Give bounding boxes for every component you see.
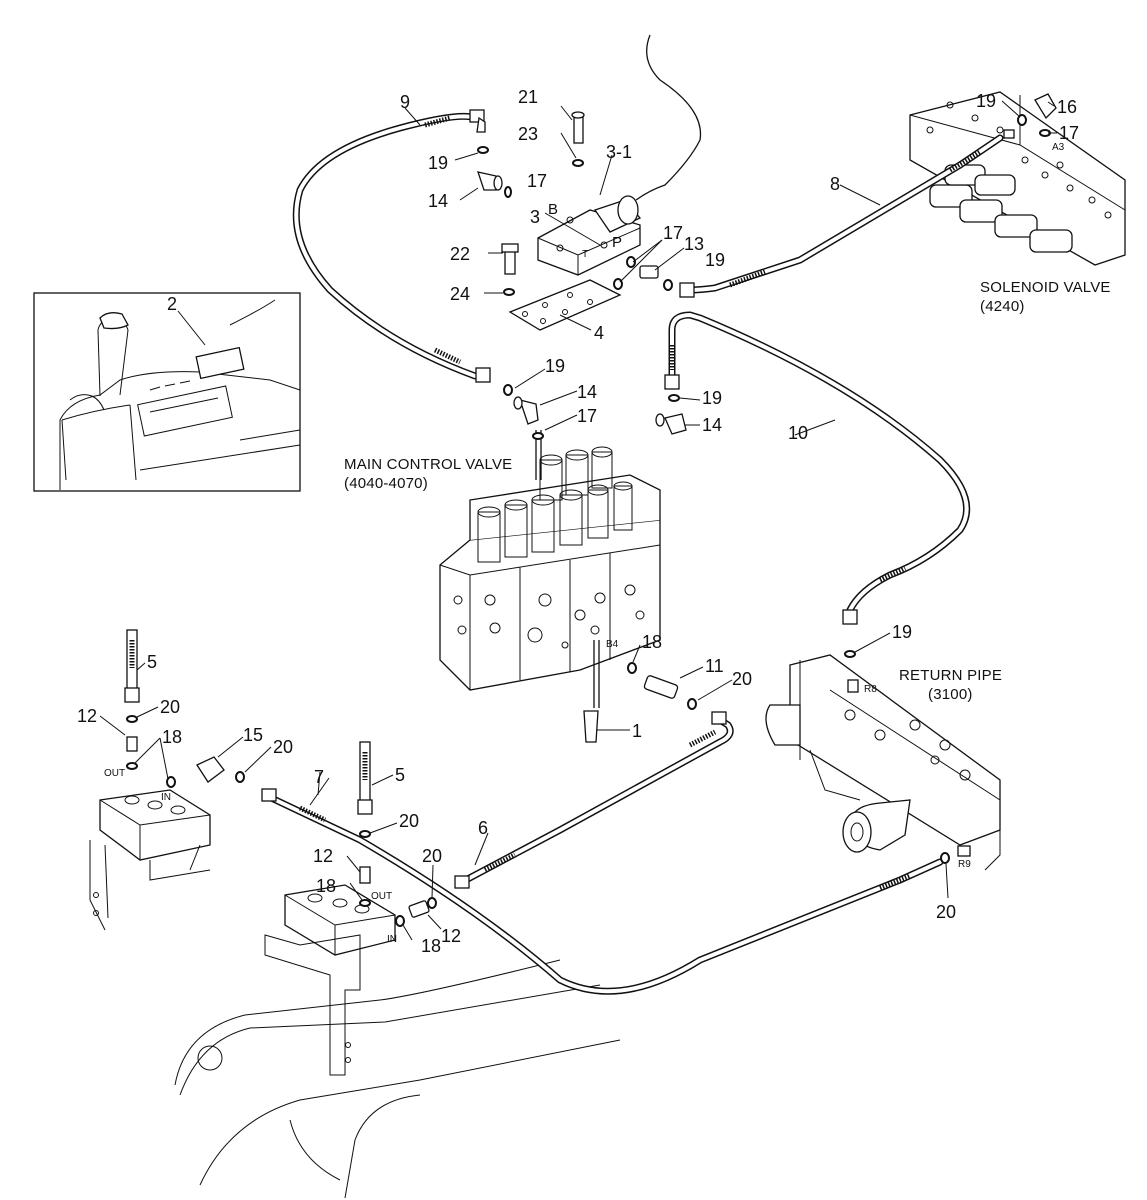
callout-5-center: 5 xyxy=(395,765,405,785)
solenoid-valve-label: SOLENOID VALVE xyxy=(980,279,1111,296)
boom-frame xyxy=(174,959,621,1199)
return-pipe-assembly xyxy=(765,654,1001,871)
port-a3: A3 xyxy=(1052,142,1065,153)
callout-8: 8 xyxy=(830,174,840,194)
solenoid-valve-block xyxy=(909,91,1126,266)
callout-20-bracket: 20 xyxy=(422,846,442,866)
callout-12-right: 12 xyxy=(441,926,461,946)
callout-22: 22 xyxy=(450,244,470,264)
callout-12-center: 12 xyxy=(313,846,333,866)
main-control-valve-label: MAIN CONTROL VALVE xyxy=(344,456,512,473)
callout-14-right: 14 xyxy=(702,415,722,435)
bolt-22 xyxy=(501,243,519,275)
port-r9: R9 xyxy=(958,859,971,870)
port-p: P xyxy=(612,234,622,251)
callout-23: 23 xyxy=(518,124,538,144)
callout-15: 15 xyxy=(243,725,263,745)
callout-10: 10 xyxy=(788,423,808,443)
washer-23 xyxy=(572,159,584,167)
callout-20-center: 20 xyxy=(399,811,419,831)
port-out-left: OUT xyxy=(104,768,125,779)
o-rings xyxy=(126,114,1051,927)
callout-4: 4 xyxy=(594,323,604,343)
callout-19-top: 19 xyxy=(428,153,448,173)
hose-5-left xyxy=(124,629,140,703)
bolt-21 xyxy=(571,111,585,144)
hose-7 xyxy=(261,788,944,995)
port-out-center: OUT xyxy=(371,891,392,902)
callout-labels: 2 21 23 3-1 3 22 24 4 17 13 19 9 19 14 1… xyxy=(77,87,1079,956)
center-bracket xyxy=(264,884,396,1076)
port-in-center: IN xyxy=(387,934,397,945)
hose-6 xyxy=(454,711,734,889)
return-pipe-label: RETURN PIPE xyxy=(899,667,1002,684)
callout-19-pilot: 19 xyxy=(705,250,725,270)
callout-19-return: 19 xyxy=(892,622,912,642)
callout-17-mcv: 17 xyxy=(577,406,597,426)
main-control-valve xyxy=(439,446,661,691)
return-pipe-ref: (3100) xyxy=(928,686,973,703)
callout-12-left: 12 xyxy=(77,706,97,726)
callout-17-top: 17 xyxy=(527,171,547,191)
callout-18-left: 18 xyxy=(162,727,182,747)
callout-9: 9 xyxy=(400,92,410,112)
callout-17-solenoid: 17 xyxy=(1059,123,1079,143)
callout-16: 16 xyxy=(1057,97,1077,117)
callout-1: 1 xyxy=(632,721,642,741)
callout-13: 13 xyxy=(684,234,704,254)
hose-10 xyxy=(664,311,971,625)
left-bracket xyxy=(89,789,211,931)
port-labels: B P T A3 B4 R8 R9 OUT IN OUT IN xyxy=(104,142,1065,945)
callout-19-right: 19 xyxy=(702,388,722,408)
callout-18-mcv: 18 xyxy=(642,632,662,652)
mounting-plate-4 xyxy=(508,279,622,331)
callout-20-left: 20 xyxy=(160,697,180,717)
hose-8 xyxy=(679,134,1004,298)
port-r8: R8 xyxy=(864,684,877,695)
callout-20-elbow: 20 xyxy=(273,737,293,757)
callout-14-top: 14 xyxy=(428,191,448,211)
callout-20-mcv: 20 xyxy=(732,669,752,689)
pilot-valve-block xyxy=(537,34,702,276)
callout-17-pilot: 17 xyxy=(663,223,683,243)
callout-5-left: 5 xyxy=(147,652,157,672)
callout-14-mcv: 14 xyxy=(577,382,597,402)
callout-6: 6 xyxy=(478,818,488,838)
callout-2: 2 xyxy=(167,294,177,314)
inset-cab-panel xyxy=(33,292,301,492)
port-b: B xyxy=(548,201,558,218)
callout-7: 7 xyxy=(314,767,324,787)
callout-21: 21 xyxy=(518,87,538,107)
washer-24 xyxy=(503,288,515,296)
callout-20-return: 20 xyxy=(936,902,956,922)
callout-3: 3 xyxy=(530,207,540,227)
callout-24: 24 xyxy=(450,284,470,304)
hose-9 xyxy=(292,109,491,383)
callout-18-center: 18 xyxy=(316,876,336,896)
port-t: T xyxy=(582,249,588,260)
callout-19-mcv: 19 xyxy=(545,356,565,376)
callout-11: 11 xyxy=(705,656,724,676)
leader-lines xyxy=(99,100,1057,941)
port-b4: B4 xyxy=(606,639,619,650)
solenoid-valve-ref: (4240) xyxy=(980,298,1025,315)
main-control-valve-ref: (4040-4070) xyxy=(344,475,428,492)
hose-5-center xyxy=(357,741,373,815)
callout-18-right: 18 xyxy=(421,936,441,956)
component-labels: MAIN CONTROL VALVE (4040-4070) SOLENOID … xyxy=(344,279,1111,703)
port-in-left: IN xyxy=(161,792,171,803)
fittings xyxy=(126,93,1057,918)
callout-3-1: 3-1 xyxy=(606,142,632,162)
callout-19-solenoid: 19 xyxy=(976,91,996,111)
